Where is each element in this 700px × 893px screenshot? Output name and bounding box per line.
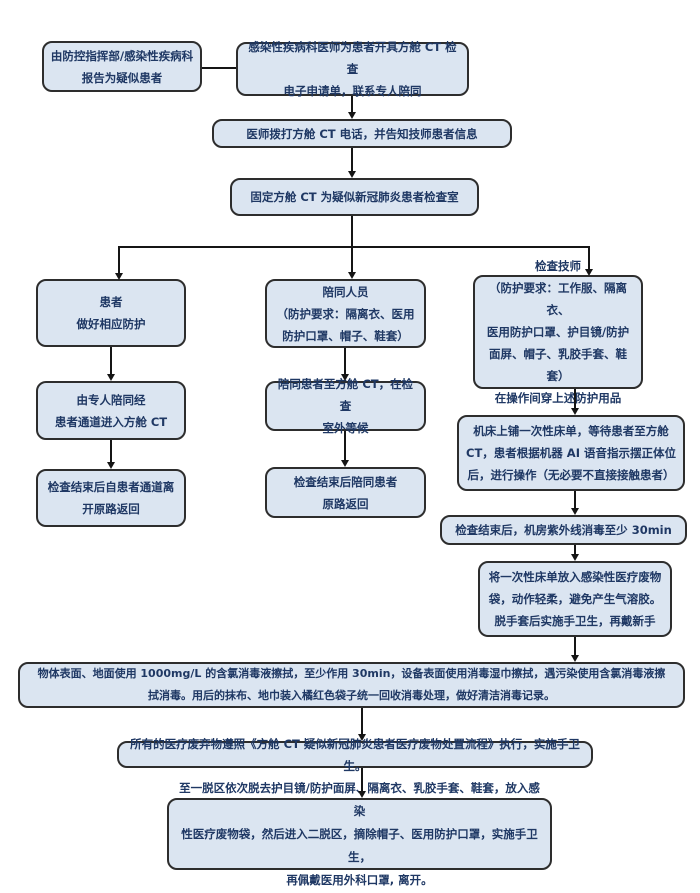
arrow-tech-role-to-operate [570, 389, 579, 415]
arrow-branch-to-patient [114, 246, 123, 280]
node-technician-role: 检查技师 （防护要求：工作服、隔离衣、 医用防护口罩、护目镜/防护 面屏、帽子、… [473, 259, 643, 405]
arrow-order-to-call [347, 96, 356, 119]
arrow-patient-enter-to-return [106, 440, 115, 469]
arrow-waste-to-doffing [357, 768, 366, 798]
node-technician-uv-disinfect: 检查结束后，机房紫外线消毒至少 30min [440, 515, 687, 545]
arrow-escort-wait-to-return [340, 431, 349, 467]
arrow-uv-to-sheet-disposal [570, 545, 579, 561]
arrow-surface-to-waste [357, 708, 366, 741]
node-technician-sheet-disposal: 将一次性床单放入感染性医疗废物 袋，动作轻柔，避免产生气溶胶。 脱手套后实施手卫… [478, 561, 672, 637]
node-escort-role: 陪同人员 （防护要求：隔离衣、医用 防护口罩、帽子、鞋套） [265, 279, 426, 348]
arrow-branch-to-technician [584, 246, 593, 276]
node-doffing-and-leave: 至一脱区依次脱去护目镜/防护面屏、隔离衣、乳胶手套、鞋套，放入感染 性医疗废物袋… [167, 781, 552, 887]
node-call-ct-technician: 医师拨打方舱 CT 电话，并告知技师患者信息 [212, 119, 512, 148]
connector-branch-stem [351, 216, 353, 247]
node-surface-disinfection: 物体表面、地面使用 1000mg/L 的含氯消毒液擦拭，至少作用 30min，设… [18, 662, 685, 708]
node-patient-enter-ct: 由专人陪同经 患者通道进入方舱 CT [36, 381, 186, 440]
connector-branch-horizontal [118, 246, 590, 248]
node-report-suspected-patient: 由防控指挥部/感染性疾病科 报告为疑似患者 [42, 41, 202, 92]
arrow-escort-role-to-wait [340, 348, 349, 381]
arrow-operate-to-uv [570, 491, 579, 515]
node-open-ct-request: 感染性疾病科医师为患者开具方舱 CT 检查 电子申请单，联系专人陪同 [236, 40, 469, 98]
arrow-sheet-to-surface [570, 637, 579, 662]
connector-report-to-order [202, 67, 236, 69]
node-patient-return: 检查结束后自患者通道离 开原路返回 [36, 469, 186, 527]
node-technician-operate: 机床上铺一次性床单，等待患者至方舱 CT，患者根据机器 AI 语音指示摆正体位 … [457, 415, 685, 491]
arrow-branch-to-escort [347, 246, 356, 279]
arrow-patient-role-to-enter [106, 347, 115, 381]
node-patient-role: 患者 做好相应防护 [36, 279, 186, 347]
arrow-call-to-fixroom [347, 148, 356, 178]
node-medical-waste-disposal: 所有的医疗废弃物遵照《方舱 CT 疑似新冠肺炎患者医疗废物处置流程》执行，实施手… [117, 737, 593, 773]
node-escort-return: 检查结束后陪同患者 原路返回 [265, 467, 426, 518]
node-escort-wait: 陪同患者至方舱 CT，在检查 室外等候 [265, 377, 426, 435]
node-fix-ct-exam-room: 固定方舱 CT 为疑似新冠肺炎患者检查室 [230, 178, 479, 216]
